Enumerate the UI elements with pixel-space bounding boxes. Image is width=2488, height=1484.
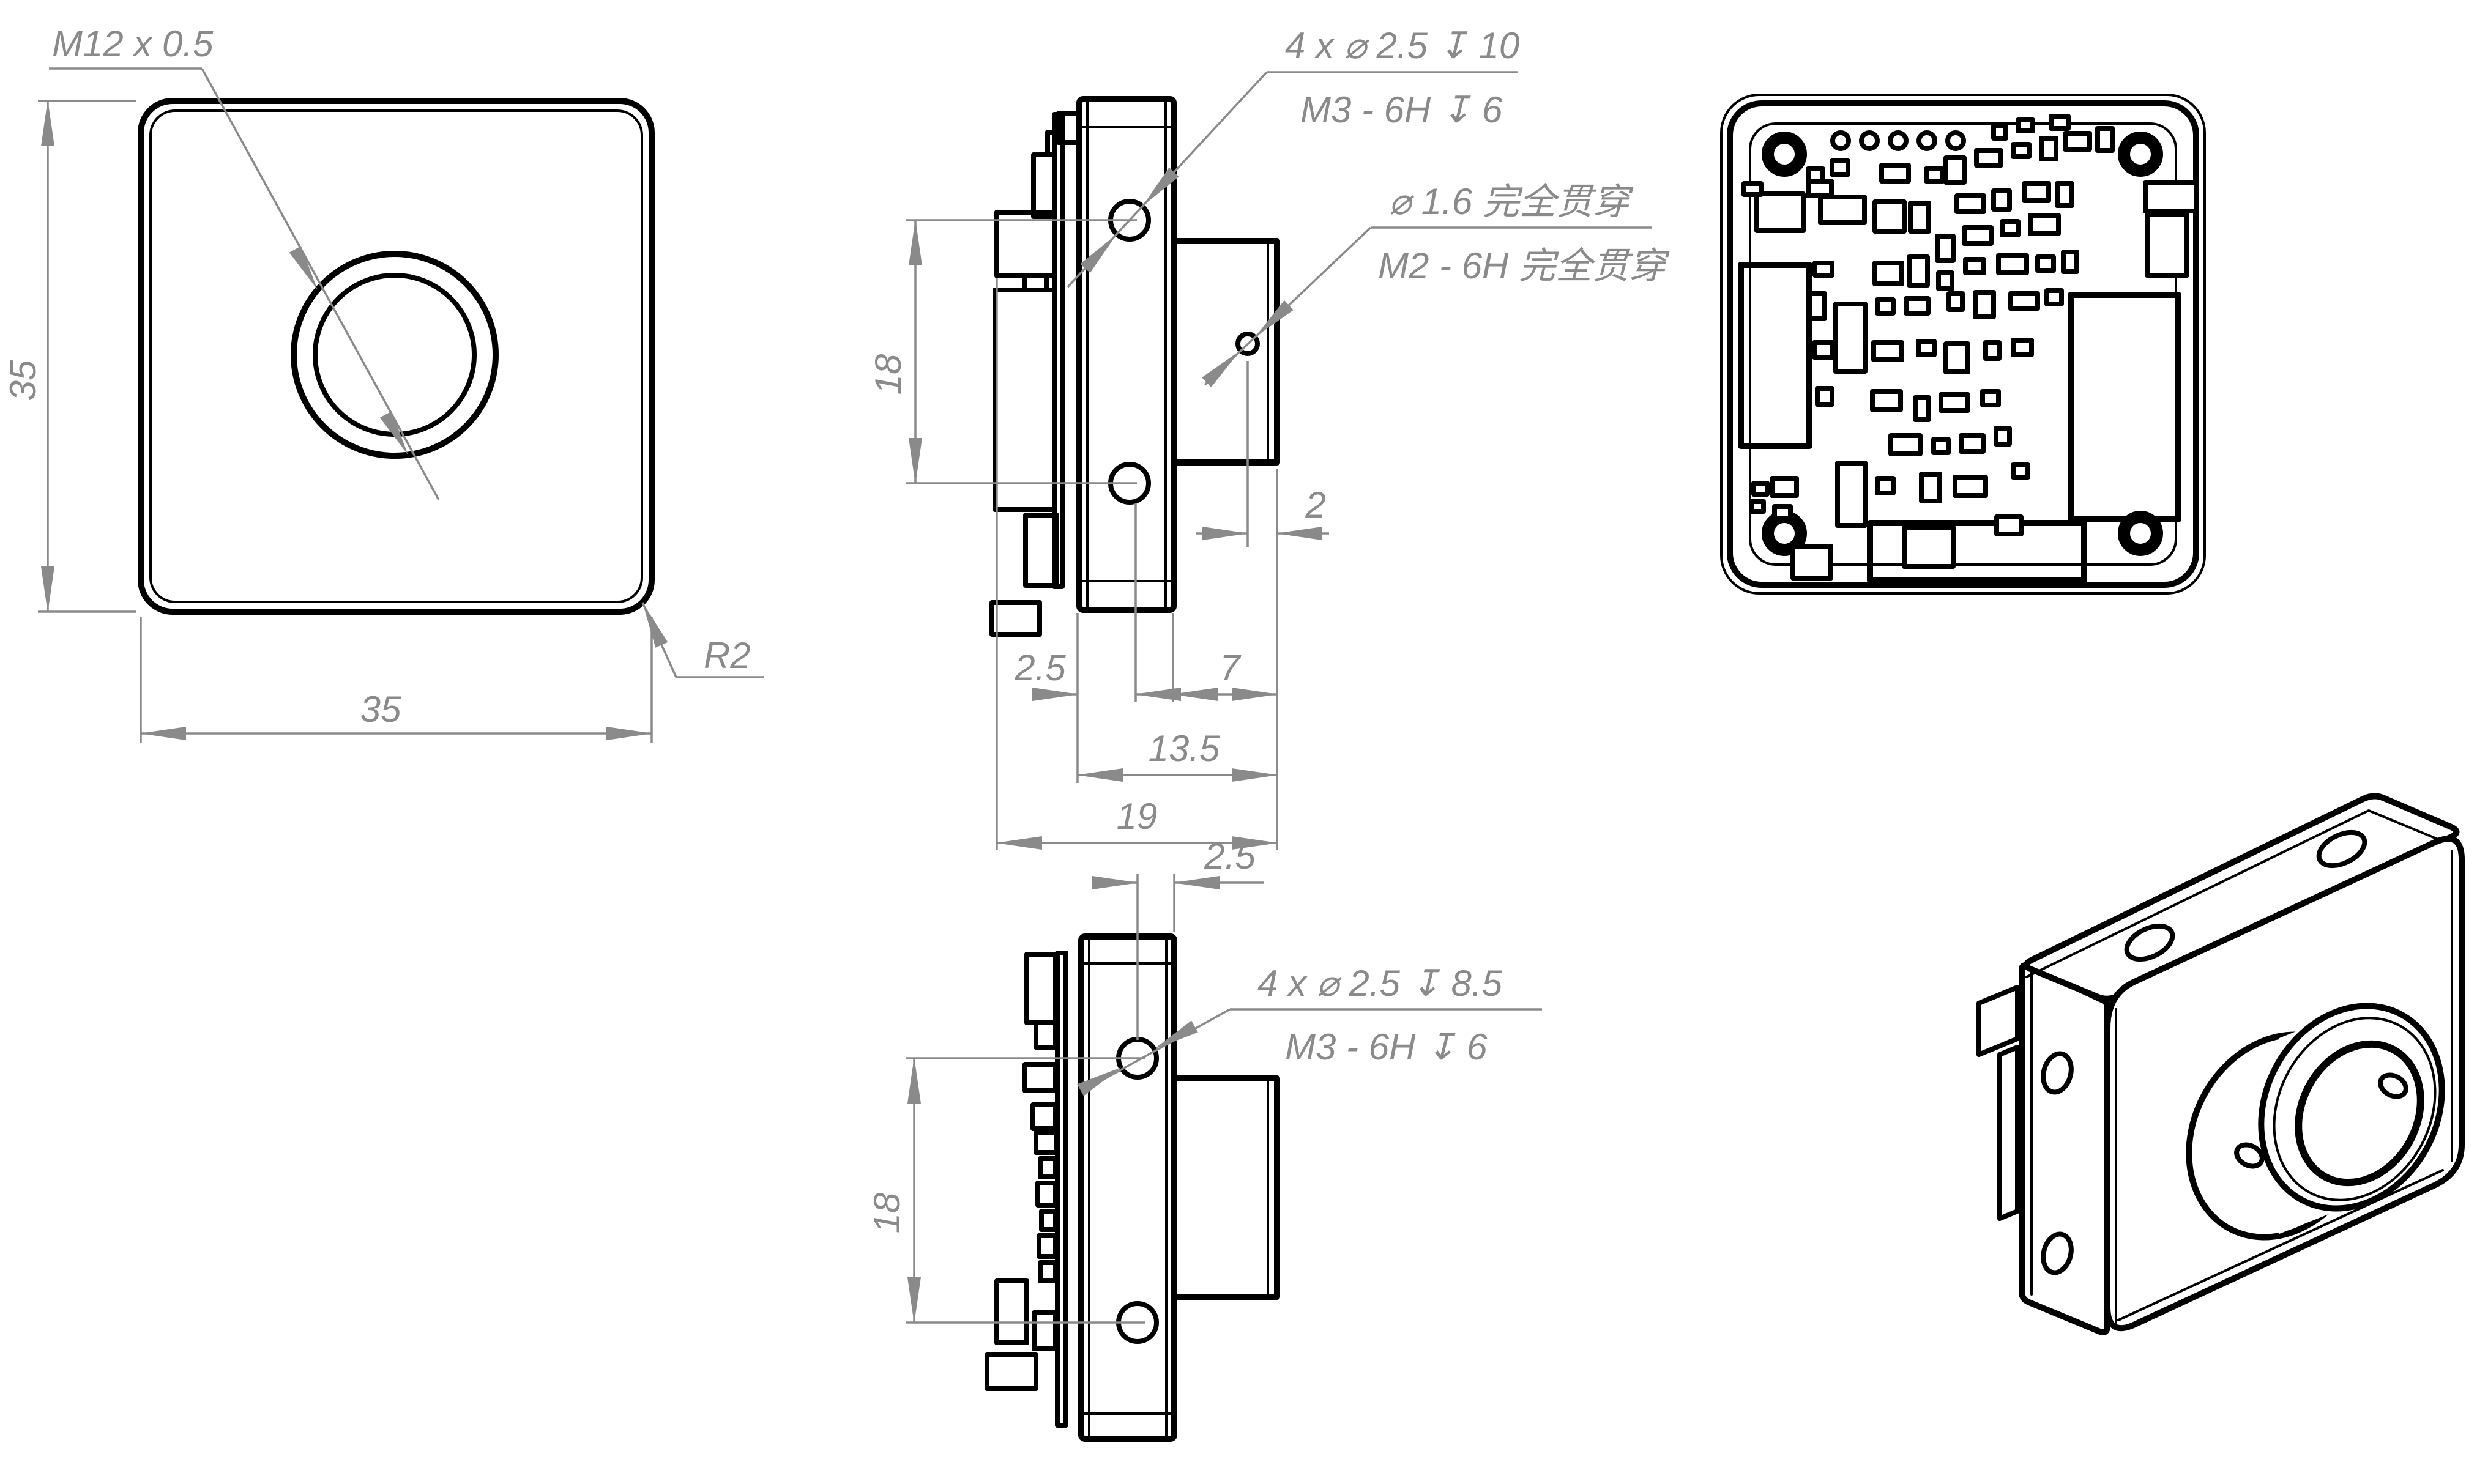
side-view-bottom: 2.5 4 x ⌀ 2.5 ↧ 8.5 M3 - 6H ↧ 6 18 bbox=[866, 836, 1542, 1442]
lens-bore-circle bbox=[313, 273, 477, 437]
depth-dimensions: 2.5 7 13.5 19 bbox=[996, 278, 1278, 850]
iso-boss-screw-hole-right bbox=[2378, 1072, 2408, 1099]
front-face-outline bbox=[138, 98, 655, 615]
pcb-edge-and-connectors bbox=[989, 111, 1082, 637]
iso-side-hole-upper bbox=[2041, 1051, 2074, 1095]
hole-spacing-dimension: 18 bbox=[868, 219, 1137, 484]
hole-spacing-text: 18 bbox=[868, 354, 909, 395]
pcb-edge-and-connectors bbox=[985, 951, 1068, 1428]
sensor-hole-offset-text: 2 bbox=[1305, 484, 1325, 525]
hole-spacing-text: 18 bbox=[866, 1192, 907, 1233]
pcb-outer-chamfer bbox=[1720, 94, 2206, 595]
total-depth-text: 19 bbox=[1117, 796, 1158, 837]
mount-hole-callout-line1: 4 x ⌀ 2.5 ↧ 8.5 bbox=[1257, 963, 1503, 1004]
front-face-chamfer-line bbox=[149, 109, 643, 603]
hole-spacing-dimension: 18 bbox=[866, 1057, 1145, 1324]
iso-left-face bbox=[2019, 962, 2110, 1335]
mount-hole-callout-line1: 4 x ⌀ 2.5 ↧ 10 bbox=[1285, 25, 1519, 66]
corner-radius-text: R2 bbox=[704, 635, 751, 676]
body-depth-text: 13.5 bbox=[1149, 728, 1220, 769]
through-hole-callout-line2: M2 - 6H 完全贯穿 bbox=[1378, 245, 1670, 286]
lens-thread-outer-circle bbox=[291, 251, 499, 459]
height-dimension: 35 bbox=[2, 100, 136, 613]
iso-lens-opening bbox=[2295, 1040, 2424, 1187]
pcb-back-view bbox=[1720, 94, 2206, 595]
mount-hole-callout-line2: M3 - 6H ↧ 6 bbox=[1285, 1026, 1488, 1067]
iso-top-hole-left bbox=[2124, 923, 2175, 962]
through-hole-callout: ⌀ 1.6 完全贯穿 M2 - 6H 完全贯穿 bbox=[1202, 181, 1670, 388]
width-dimension: 35 bbox=[140, 617, 653, 743]
sensor-hole-offset-dimension: 2 bbox=[1196, 361, 1329, 850]
iso-top-hole-right bbox=[2316, 829, 2367, 869]
thread-callout-leader: M12 x 0.5 bbox=[49, 23, 440, 500]
mount-hole-callout: 4 x ⌀ 2.5 ↧ 10 M3 - 6H ↧ 6 bbox=[1067, 25, 1519, 288]
width-dim-text: 35 bbox=[360, 689, 401, 730]
lens-barrel bbox=[1171, 1075, 1280, 1300]
hole-plane-offset-dimension: 2.5 bbox=[1092, 836, 1264, 1040]
iso-boss-rim-line bbox=[2273, 1017, 2437, 1201]
camera-body-plate bbox=[1078, 933, 1177, 1442]
height-dim-text: 35 bbox=[2, 360, 43, 401]
mount-hole-callout-line2: M3 - 6H ↧ 6 bbox=[1300, 89, 1503, 130]
pcb-outline bbox=[1727, 100, 2199, 588]
hole-plane-offset-text: 2.5 bbox=[1204, 836, 1256, 877]
pcb-smd-components bbox=[1741, 114, 2115, 536]
lens-barrel bbox=[1171, 238, 1280, 466]
leader-arrow bbox=[1202, 345, 1245, 388]
iso-side-hole-lower bbox=[2041, 1231, 2074, 1275]
isometric-view bbox=[1976, 793, 2465, 1335]
sensor-set-hole bbox=[1235, 332, 1260, 356]
thread-callout-text: M12 x 0.5 bbox=[52, 23, 214, 64]
pcb-test-pads bbox=[1830, 130, 1966, 151]
iso-boss-screw-hole-left bbox=[2234, 1142, 2265, 1169]
pcb-large-components bbox=[1738, 180, 2199, 584]
barrel-length-text: 7 bbox=[1220, 647, 1242, 688]
iso-lens-boss bbox=[2186, 1003, 2445, 1241]
hole-plane-offset-text: 2.5 bbox=[1014, 647, 1066, 688]
camera-body-plate bbox=[1076, 96, 1177, 613]
side-view-top: 4 x ⌀ 2.5 ↧ 10 M3 - 6H ↧ 6 ⌀ 1.6 完全贯穿 M2… bbox=[868, 25, 1670, 850]
leader-arrow bbox=[1250, 300, 1294, 343]
corner-radius-leader: R2 bbox=[636, 599, 764, 678]
pcb-mount-holes bbox=[1762, 132, 2163, 556]
through-hole-callout-line1: ⌀ 1.6 完全贯穿 bbox=[1389, 181, 1634, 222]
iso-connector bbox=[1976, 985, 2020, 1221]
mount-hole-callout: 4 x ⌀ 2.5 ↧ 8.5 M3 - 6H ↧ 6 bbox=[1077, 963, 1542, 1096]
front-view: M12 x 0.5 35 35 R2 bbox=[2, 23, 764, 743]
